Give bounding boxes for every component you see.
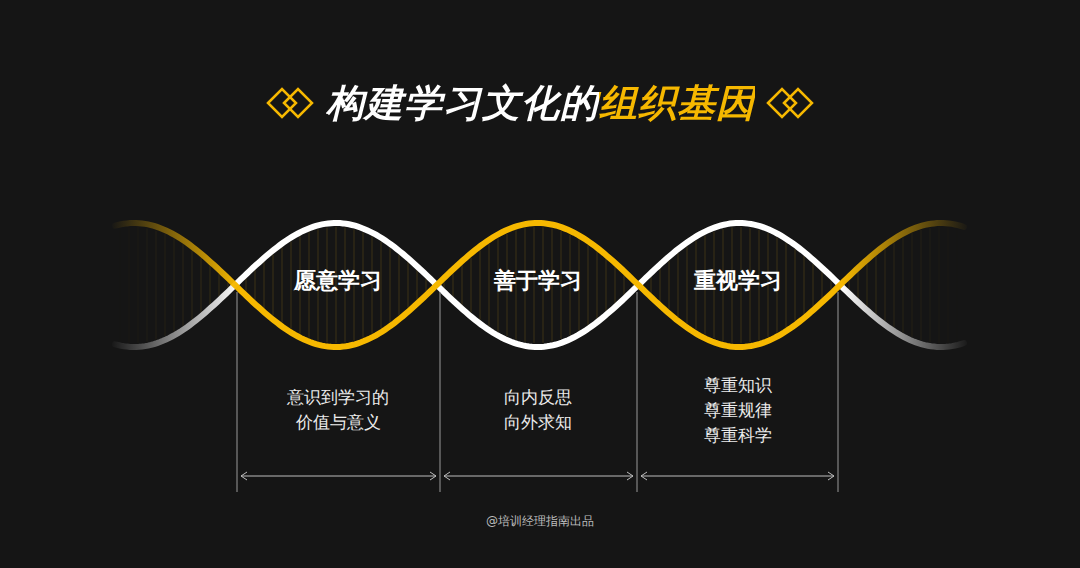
helix-rung bbox=[129, 227, 130, 343]
helix-rungs bbox=[120, 227, 957, 343]
helix-rung bbox=[255, 270, 256, 300]
helix-rung bbox=[156, 231, 157, 340]
helix-strand-white bbox=[115, 223, 964, 347]
helix-rung bbox=[876, 256, 877, 314]
helix-rung bbox=[417, 270, 418, 299]
helix-strand-yellow bbox=[115, 223, 964, 347]
column-body-box: 意识到学习的 价值与意义 bbox=[230, 364, 446, 456]
helix-rung bbox=[885, 249, 886, 321]
helix-rung bbox=[165, 234, 166, 336]
helix-rung bbox=[201, 258, 202, 313]
helix-loop-node: 重视学习尊重知识 尊重规律 尊重科学 bbox=[630, 264, 846, 298]
helix-rung bbox=[246, 278, 247, 291]
helix-rung bbox=[444, 282, 445, 288]
helix-rung bbox=[615, 267, 616, 303]
helix-rung bbox=[399, 255, 400, 316]
helix-rung bbox=[795, 249, 796, 321]
helix-rung bbox=[453, 273, 454, 296]
helix-rung bbox=[930, 228, 931, 342]
helix-rung bbox=[408, 262, 409, 308]
watermark: @培训经理指南出品 bbox=[0, 513, 1080, 530]
helix-rung bbox=[822, 272, 823, 298]
helix-rung bbox=[669, 261, 670, 310]
helix-rung bbox=[624, 275, 625, 295]
helix-rung bbox=[813, 264, 814, 307]
title-ornament-left bbox=[268, 89, 312, 117]
column-description: 意识到学习的 价值与意义 bbox=[287, 385, 389, 435]
helix-rung bbox=[291, 242, 292, 329]
helix-loop-node: 愿意学习意识到学习的 价值与意义 bbox=[230, 264, 446, 298]
helix-rung bbox=[426, 279, 427, 292]
helix-rung bbox=[786, 243, 787, 328]
helix-rung bbox=[867, 264, 868, 306]
helix-rung bbox=[390, 248, 391, 322]
helix-rung bbox=[948, 227, 949, 342]
title-ornament-right bbox=[768, 89, 812, 117]
helix-rung bbox=[174, 239, 175, 332]
helix-rung bbox=[471, 257, 472, 312]
column-description: 向内反思 向外求知 bbox=[504, 385, 572, 435]
span-arrows bbox=[241, 472, 834, 480]
loop-heading: 重视学习 bbox=[630, 264, 846, 298]
helix-rung bbox=[903, 238, 904, 333]
helix-loop-node: 善于学习向内反思 向外求知 bbox=[430, 264, 646, 298]
helix-rung bbox=[273, 254, 274, 315]
helix-rung bbox=[957, 229, 958, 341]
column-body-box: 向内反思 向外求知 bbox=[430, 364, 646, 456]
helix-rung bbox=[264, 262, 265, 308]
helix-rung bbox=[939, 227, 940, 343]
helix-rung bbox=[804, 256, 805, 314]
helix-rung bbox=[120, 228, 121, 341]
helix-rung bbox=[462, 265, 463, 305]
helix-rung bbox=[192, 251, 193, 320]
helix-rung bbox=[210, 265, 211, 304]
helix-rung bbox=[282, 248, 283, 323]
helix-rung bbox=[597, 252, 598, 319]
helix-rung bbox=[183, 244, 184, 326]
helix-rung bbox=[138, 227, 139, 343]
helix-rung bbox=[858, 272, 859, 298]
helix-rung bbox=[606, 259, 607, 311]
helix-rung bbox=[228, 282, 229, 287]
helix-rung bbox=[651, 277, 652, 293]
loop-heading: 愿意学习 bbox=[230, 264, 446, 298]
helix-rung bbox=[849, 280, 850, 289]
helix-rung bbox=[480, 250, 481, 319]
helix-rung bbox=[147, 228, 148, 342]
column-body-box: 尊重知识 尊重规律 尊重科学 bbox=[630, 364, 846, 456]
column-description: 尊重知识 尊重规律 尊重科学 bbox=[704, 373, 772, 448]
helix-rung bbox=[219, 274, 220, 297]
helix-rung bbox=[678, 253, 679, 317]
loop-heading: 善于学习 bbox=[430, 264, 646, 298]
helix-rung bbox=[894, 243, 895, 327]
helix-rung bbox=[489, 244, 490, 326]
helix-rung bbox=[831, 280, 832, 290]
helix-rung bbox=[912, 233, 913, 337]
diagram-title: 构建学习文化的组织基因 bbox=[326, 78, 755, 129]
helix-rung bbox=[921, 230, 922, 340]
helix-rung bbox=[588, 245, 589, 325]
helix-rung bbox=[687, 246, 688, 323]
column-divider-lines bbox=[237, 292, 838, 492]
helix-rung bbox=[660, 269, 661, 302]
